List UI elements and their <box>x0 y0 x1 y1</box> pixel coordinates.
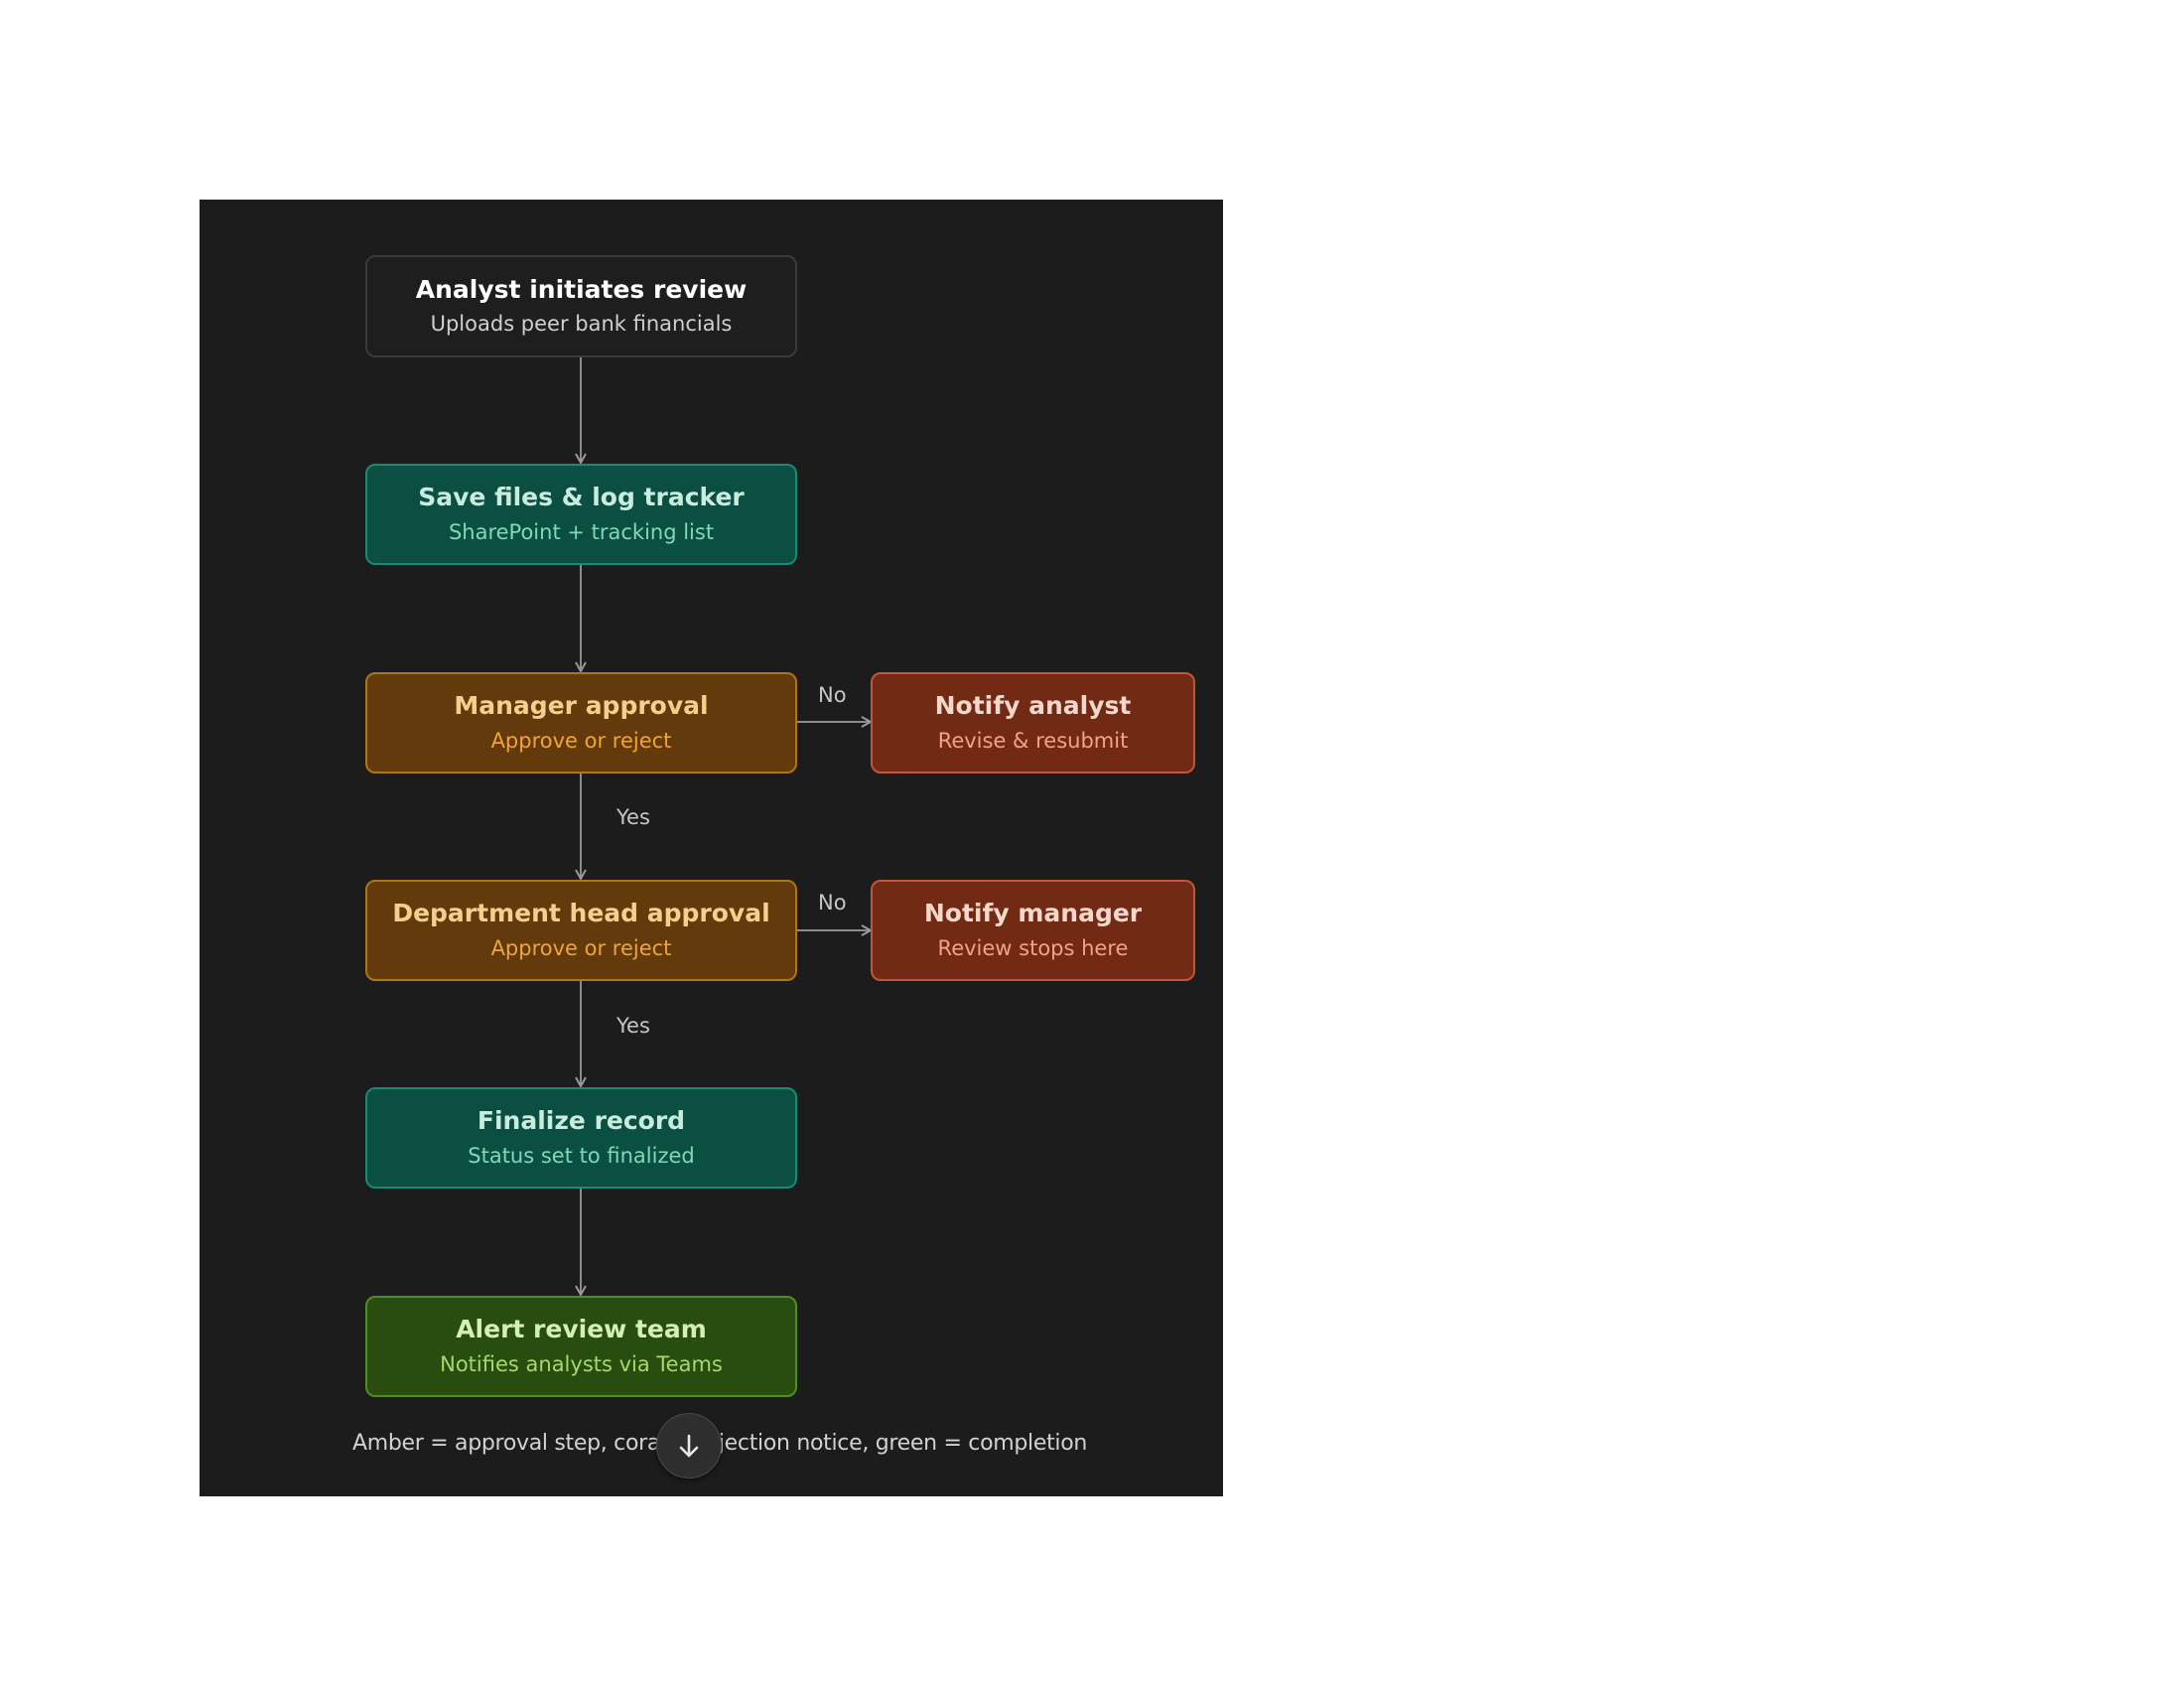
edge-label-dept-yes: Yes <box>616 1014 650 1038</box>
edge-label-dept-no: No <box>818 891 847 914</box>
node-title: Alert review team <box>456 1315 707 1344</box>
node-title: Finalize record <box>477 1106 686 1136</box>
node-title: Notify manager <box>923 899 1143 928</box>
node-subtitle: Status set to finalized <box>468 1143 695 1168</box>
node-finalize-record: Finalize record Status set to finalized <box>365 1087 797 1189</box>
node-notify-manager: Notify manager Review stops here <box>871 880 1195 981</box>
node-subtitle: Uploads peer bank financials <box>430 312 733 337</box>
edge-label-manager-no: No <box>818 683 847 707</box>
node-subtitle: Review stops here <box>937 935 1129 960</box>
node-title: Save files & log tracker <box>418 483 745 512</box>
node-subtitle: Approve or reject <box>490 935 672 960</box>
legend-caption: Amber = approval step, coral = rejection… <box>352 1431 1088 1456</box>
node-notify-analyst: Notify analyst Revise & resubmit <box>871 672 1195 774</box>
node-subtitle: SharePoint + tracking list <box>448 519 715 544</box>
node-title: Analyst initiates review <box>415 274 748 304</box>
node-department-head-approval: Department head approval Approve or reje… <box>365 880 797 981</box>
edges-layer <box>200 357 1223 1496</box>
arrow-down-icon <box>679 1434 699 1458</box>
node-manager-approval: Manager approval Approve or reject <box>365 672 797 774</box>
node-title: Notify analyst <box>934 691 1132 721</box>
diagram-panel: Analyst initiates review Uploads peer ba… <box>200 200 1223 1496</box>
node-save-files: Save files & log tracker SharePoint + tr… <box>365 464 797 565</box>
scroll-down-button[interactable] <box>656 1413 722 1478</box>
node-alert-review-team: Alert review team Notifies analysts via … <box>365 1296 797 1397</box>
node-subtitle: Notifies analysts via Teams <box>440 1351 723 1376</box>
node-title: Department head approval <box>392 899 770 928</box>
node-subtitle: Revise & resubmit <box>937 728 1129 753</box>
node-analyst-initiates-review: Analyst initiates review Uploads peer ba… <box>365 255 797 357</box>
node-title: Manager approval <box>454 691 709 721</box>
edge-label-manager-yes: Yes <box>616 805 650 829</box>
node-subtitle: Approve or reject <box>490 728 672 753</box>
